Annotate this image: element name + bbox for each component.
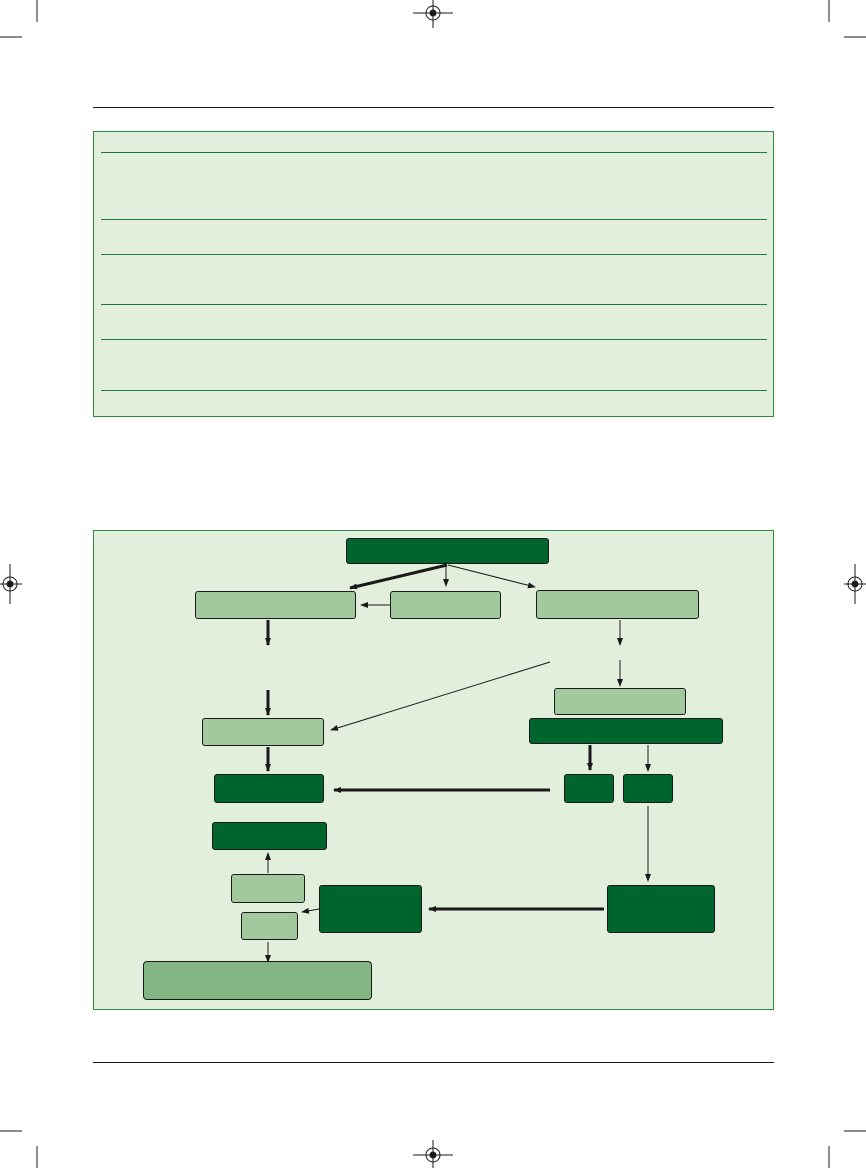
registration-target-icon (413, 0, 453, 28)
node-center-dark (319, 885, 422, 933)
table-row-divider (101, 152, 767, 153)
connector-arrow (447, 564, 536, 589)
registration-target-icon (844, 564, 866, 604)
node-left-dark-1 (214, 774, 324, 803)
node-right-sub-2 (529, 718, 723, 744)
node-middle-branch (390, 591, 501, 619)
table-row-divider (101, 304, 767, 305)
registration-target-icon (0, 564, 22, 604)
table-row-divider (101, 254, 767, 255)
table-row-divider (101, 339, 767, 340)
node-right-dark (607, 885, 715, 933)
connector-arrow (330, 661, 551, 731)
connector-arrow (349, 563, 448, 590)
node-right-sub-1 (554, 688, 686, 715)
node-top (346, 538, 549, 564)
registration-target-icon (413, 1140, 453, 1168)
footer-rule (93, 1062, 774, 1063)
node-bottom-wide (143, 961, 372, 1000)
node-left-branch (195, 591, 356, 619)
table-panel (93, 131, 774, 417)
header-rule (93, 107, 774, 108)
table-row-divider (101, 390, 767, 391)
node-split-b (623, 774, 673, 803)
node-small-light-1 (231, 874, 305, 903)
node-left-lower (202, 718, 324, 746)
node-small-light-2 (241, 912, 298, 940)
node-split-a (564, 774, 614, 803)
node-left-dark-2 (212, 822, 327, 850)
connector-arrow (301, 907, 320, 914)
node-right-branch (536, 590, 699, 619)
table-row-divider (101, 219, 767, 220)
